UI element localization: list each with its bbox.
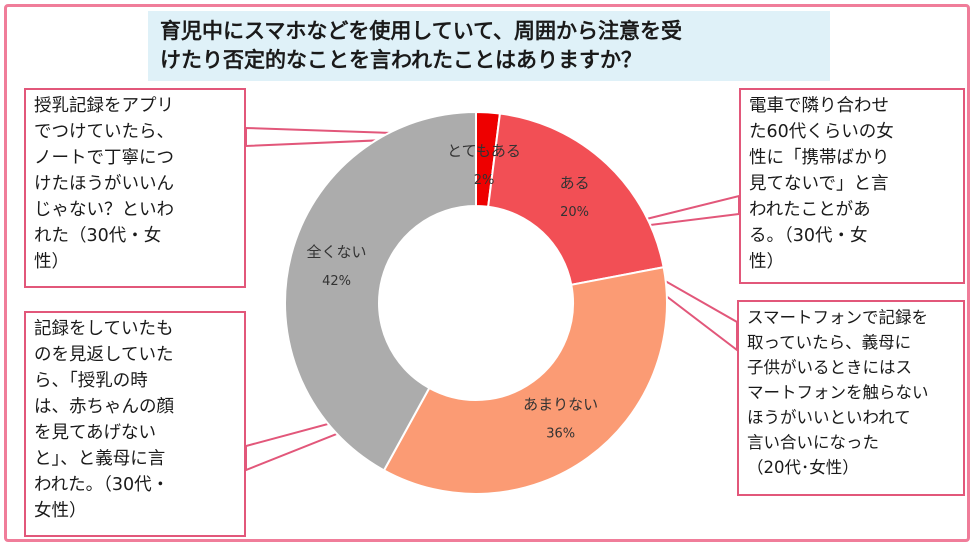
value-label-3: 42% bbox=[322, 274, 351, 289]
title-line-2: けたり否定的なことを言われたことはありますか？ bbox=[160, 48, 642, 72]
chart-labels: とてもある 2% ある 20% あまりない 36% 全くない 42% bbox=[307, 142, 599, 441]
chart-slices bbox=[284, 110, 668, 495]
callout-box-train-woman: 電車で隣り合わせ た60代くらいの女 性に「携帯ばかり 見てないで」と言 われた… bbox=[739, 88, 965, 284]
slice-1 bbox=[487, 112, 665, 286]
callout-box-smartphone-argument: スマートフォンで記録を 取っていたら、義母に 子供がいるときにはス マートフォン… bbox=[737, 300, 965, 496]
category-label-1: ある bbox=[560, 174, 590, 192]
pointer-callout-1 bbox=[245, 126, 481, 148]
slice-2 bbox=[382, 266, 668, 495]
category-label-2: あまりない bbox=[523, 395, 598, 413]
category-label-0: とてもある bbox=[447, 142, 521, 160]
callout-box-app-record: 授乳記録をアプリ でつけていたら、 ノートで丁寧につ けたほうがいいん じゃない… bbox=[24, 88, 246, 288]
slice-3 bbox=[284, 110, 477, 472]
callout-box-mother-in-law-feeding: 記録をしていたも のを見返していた ら、「授乳の時 は、赤ちゃんの顔 を見てあげ… bbox=[24, 311, 246, 537]
title-line-1: 育児中にスマホなどを使用していて、周囲から注意を受 bbox=[160, 19, 683, 43]
value-label-0: 2% bbox=[474, 173, 495, 188]
chart-title: 育児中にスマホなどを使用していて、周囲から注意を受 けたり否定的なことを言われた… bbox=[148, 11, 830, 81]
outer-frame bbox=[4, 4, 970, 542]
value-label-1: 20% bbox=[560, 205, 589, 220]
value-label-2: 36% bbox=[546, 426, 575, 441]
category-label-3: 全くない bbox=[307, 243, 367, 261]
